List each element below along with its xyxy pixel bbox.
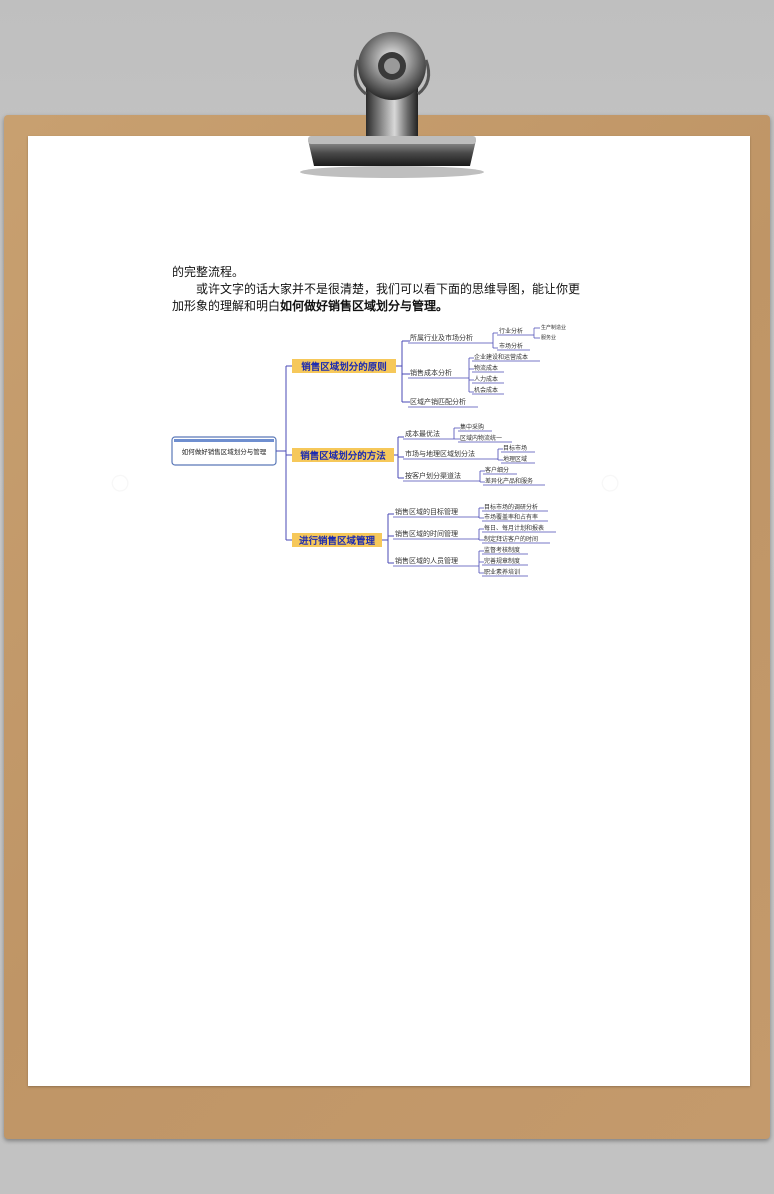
leaf-label: 服务业 [541, 334, 556, 341]
branch-management: 进行销售区域管理 [292, 533, 382, 547]
paragraph-line-3: 加形象的理解和明白如何做好销售区域划分与管理。 [172, 298, 612, 315]
branch-connector [396, 340, 410, 403]
branch-principles: 销售区域划分的原则 [292, 359, 396, 373]
leaf-label: 市场覆盖率和占有率 [484, 513, 538, 521]
sub-connector [475, 507, 484, 519]
leaf-label: 制定拜访客户的时间 [484, 535, 538, 543]
leaf-label: 企业建设和运营成本 [474, 353, 528, 361]
leaf-label: 生产制造业 [541, 324, 566, 331]
leaf-label: 每日、每月计划和报表 [484, 524, 544, 532]
leaf-label: 行业分析 [499, 327, 523, 335]
paragraph-line-2: 或许文字的话大家并不是很清楚，我们可以看下面的思维导图，能让你更 [196, 282, 581, 296]
sub-connector [476, 470, 485, 483]
sub-connector [475, 528, 484, 541]
paragraph-line-3-bold: 如何做好销售区域划分与管理。 [280, 299, 449, 313]
root-label: 如何做好销售区域划分与管理 [182, 447, 267, 456]
leaf-label: 物流成本 [474, 364, 498, 372]
sub-label: 按客户划分渠道法 [405, 471, 461, 480]
branch-methods: 销售区域划分的方法 [292, 448, 394, 462]
leaf-label: 市场分析 [499, 342, 523, 350]
sub-label: 销售区域的时间管理 [395, 529, 458, 538]
leaf-label: 人力成本 [474, 375, 498, 383]
leaf-label: 区域内物流统一 [460, 434, 502, 442]
trunk-connector [276, 365, 292, 541]
mind-map-root: 如何做好销售区域划分与管理 [171, 436, 277, 466]
branch-label: 销售区域划分的原则 [301, 361, 387, 373]
sub-label: 销售区域的目标管理 [395, 507, 458, 516]
leaf-label: 客户细分 [485, 466, 509, 474]
leaf-label: 地理区域 [503, 455, 527, 463]
sub-label: 市场与地理区域划分法 [405, 449, 475, 458]
leaf-label: 职业素养培训 [484, 568, 520, 576]
sub-connector [490, 332, 498, 349]
branch-label: 销售区域划分的方法 [300, 450, 386, 462]
sub-label: 销售区域的人员管理 [395, 556, 458, 565]
leaf-label: 完善规章制度 [484, 557, 520, 565]
branch-label: 进行销售区域管理 [299, 535, 376, 547]
leaf-label: 集中采购 [460, 423, 484, 431]
leaf-label: 监督考核制度 [484, 546, 520, 554]
sub-connector [475, 550, 484, 574]
sub-connector [450, 427, 460, 440]
binder-clip-icon [300, 32, 484, 178]
leaf-label: 目标市场的调研分析 [484, 503, 538, 511]
paper-sheet [28, 136, 750, 1086]
sub-connector [494, 448, 503, 461]
branch-connector [382, 513, 394, 564]
leaf-label: 机会成本 [474, 386, 498, 394]
leaf-label: 差异化产品和服务 [485, 477, 533, 485]
sub-label: 成本最优法 [405, 429, 440, 438]
branch-connector [394, 436, 404, 479]
sub-label: 区域产销匹配分析 [410, 397, 466, 406]
leaf-connector [530, 327, 540, 339]
sub-label: 所属行业及市场分析 [410, 333, 473, 342]
sub-label: 销售成本分析 [410, 368, 452, 377]
paragraph-line-1: 的完整流程。 [172, 265, 245, 279]
paragraph-line-3-prefix: 加形象的理解和明白 [172, 299, 281, 313]
sub-connector [466, 357, 474, 393]
leaf-label: 目标市场 [503, 444, 527, 452]
